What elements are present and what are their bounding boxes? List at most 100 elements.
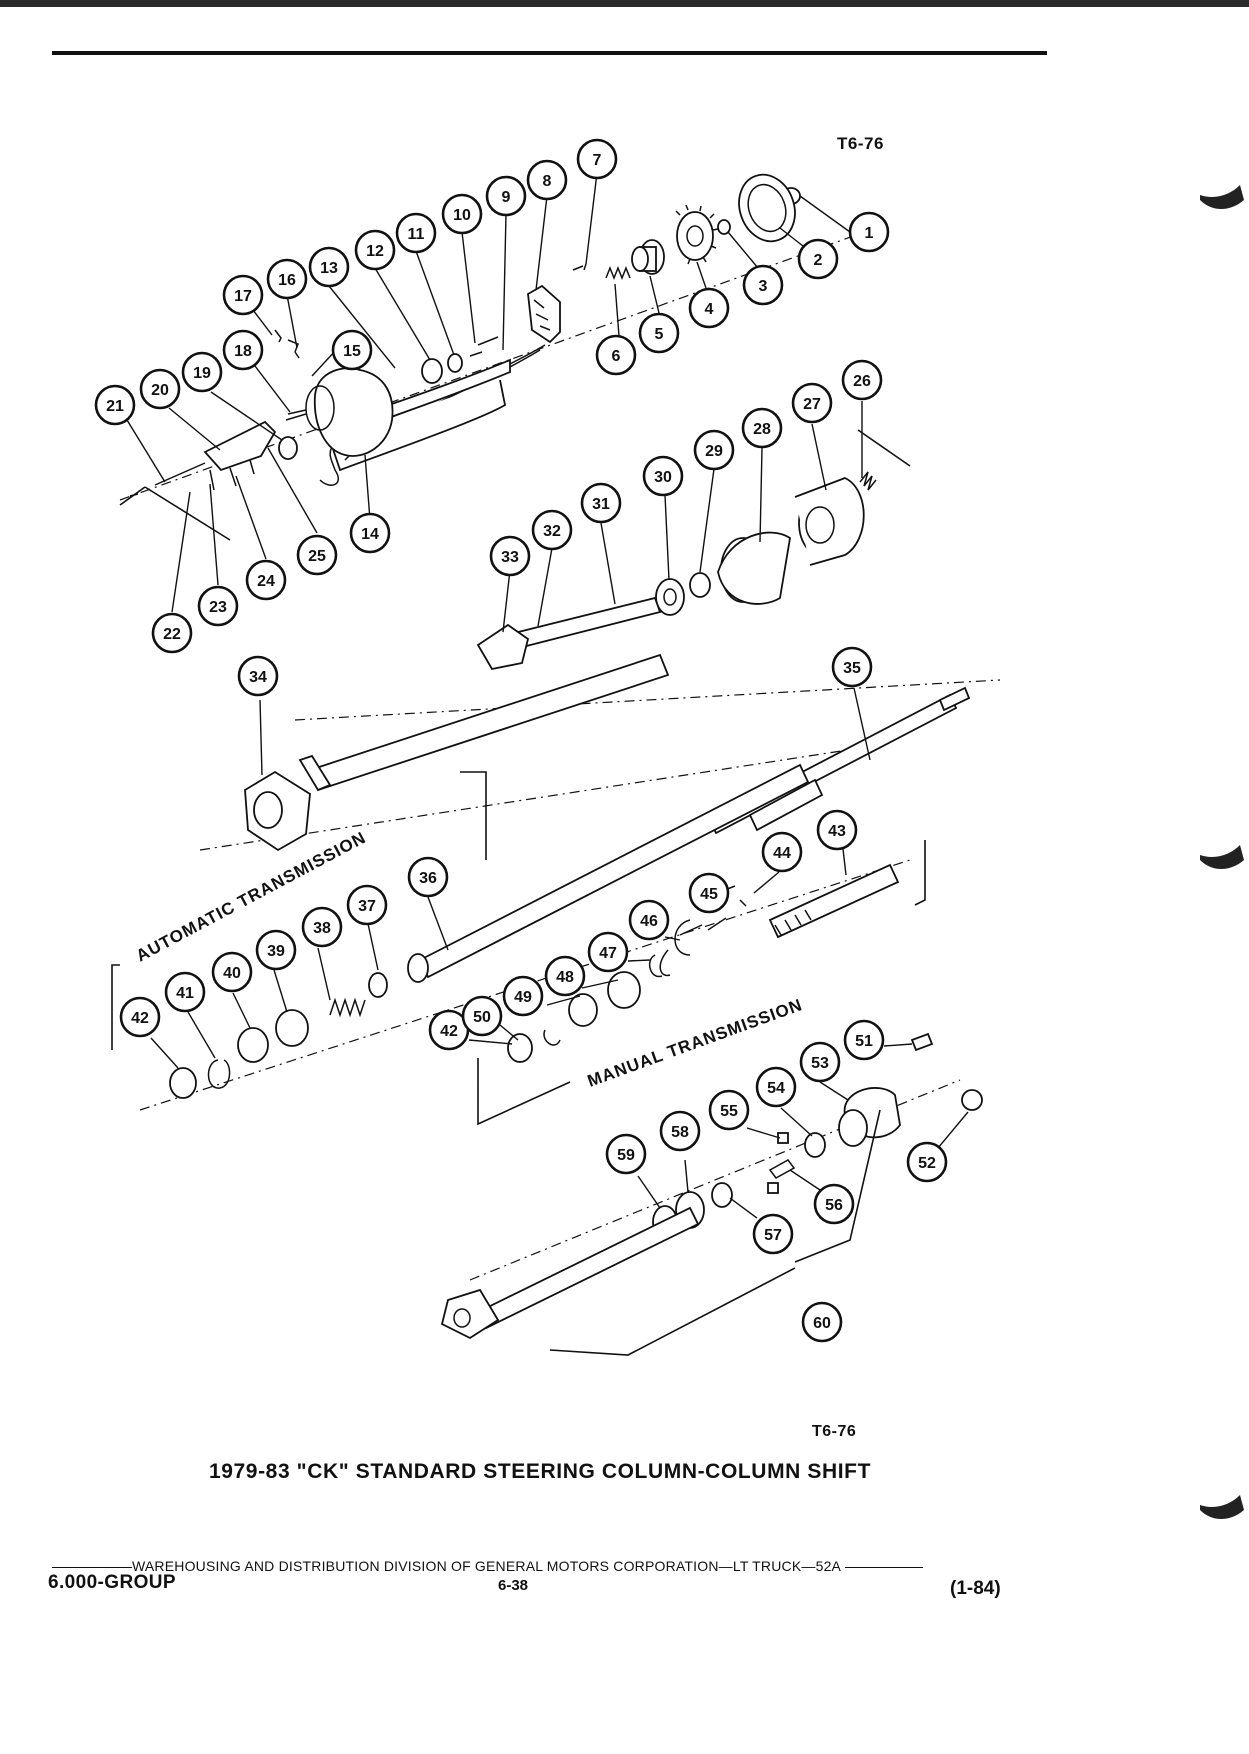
callout-47: 47 — [587, 931, 629, 973]
svg-text:59: 59 — [617, 1147, 635, 1164]
svg-text:42: 42 — [131, 1010, 149, 1027]
svg-text:60: 60 — [813, 1315, 831, 1332]
svg-text:33: 33 — [501, 549, 519, 566]
callout-36: 36 — [407, 856, 449, 898]
svg-text:8: 8 — [543, 173, 552, 190]
footer-publisher-text: WAREHOUSING AND DISTRIBUTION DIVISION OF… — [132, 1558, 842, 1574]
svg-text:20: 20 — [151, 382, 169, 399]
callout-31: 31 — [580, 482, 622, 524]
svg-text:1: 1 — [865, 225, 874, 242]
callout-38: 38 — [301, 906, 343, 948]
callout-15: 15 — [331, 329, 373, 371]
svg-text:27: 27 — [803, 396, 821, 413]
callout-14: 14 — [349, 512, 391, 554]
svg-text:26: 26 — [853, 373, 871, 390]
callout-32: 32 — [531, 509, 573, 551]
callout-53: 53 — [799, 1041, 841, 1083]
binder-marks — [1200, 185, 1244, 1519]
callout-41: 41 — [164, 971, 206, 1013]
callout-11: 11 — [395, 212, 437, 254]
svg-text:45: 45 — [700, 886, 718, 903]
callout-8: 8 — [526, 159, 568, 201]
callout-49: 49 — [502, 975, 544, 1017]
svg-text:10: 10 — [453, 207, 471, 224]
callout-2: 2 — [797, 238, 839, 280]
callout-40: 40 — [211, 951, 253, 993]
callout-29: 29 — [693, 429, 735, 471]
callout-59: 59 — [605, 1133, 647, 1175]
callout-4: 4 — [688, 287, 730, 329]
figure-code-top: T6-76 — [837, 134, 884, 153]
callout-56: 56 — [813, 1183, 855, 1225]
callout-45: 45 — [688, 872, 730, 914]
svg-text:21: 21 — [106, 398, 124, 415]
callout-34: 34 — [237, 655, 279, 697]
svg-text:55: 55 — [720, 1103, 738, 1120]
callout-44: 44 — [761, 831, 803, 873]
callout-5: 5 — [638, 312, 680, 354]
callout-33: 33 — [489, 535, 531, 577]
svg-text:38: 38 — [313, 920, 331, 937]
callout-35: 35 — [831, 646, 873, 688]
svg-text:3: 3 — [759, 278, 768, 295]
svg-text:30: 30 — [654, 469, 672, 486]
callout-3: 3 — [742, 264, 784, 306]
callout-60: 60 — [801, 1301, 843, 1343]
callout-46: 46 — [628, 899, 670, 941]
svg-text:48: 48 — [556, 969, 574, 986]
svg-text:37: 37 — [358, 898, 376, 915]
callout-27: 27 — [791, 382, 833, 424]
svg-text:49: 49 — [514, 989, 532, 1006]
callout-23: 23 — [197, 585, 239, 627]
leader-lines — [126, 172, 969, 1219]
callout-13: 13 — [308, 246, 350, 288]
scan-top-edge — [0, 0, 1249, 7]
svg-text:23: 23 — [209, 599, 227, 616]
svg-text:53: 53 — [811, 1055, 829, 1072]
footer-group: 6.000-GROUP — [48, 1572, 176, 1593]
callout-20: 20 — [139, 368, 181, 410]
figure-code-bottom: T6-76 — [812, 1423, 857, 1440]
svg-text:15: 15 — [343, 343, 361, 360]
callout-54: 54 — [755, 1066, 797, 1108]
header-rule — [52, 51, 1047, 55]
callout-25: 25 — [296, 534, 338, 576]
callout-10: 10 — [441, 193, 483, 235]
svg-text:54: 54 — [767, 1080, 785, 1097]
svg-text:32: 32 — [543, 523, 561, 540]
svg-text:41: 41 — [176, 985, 194, 1002]
svg-text:18: 18 — [234, 343, 252, 360]
svg-text:6: 6 — [612, 348, 621, 365]
svg-text:57: 57 — [764, 1227, 782, 1244]
callout-7: 7 — [576, 138, 618, 180]
callout-24: 24 — [245, 559, 287, 601]
callout-9: 9 — [485, 175, 527, 217]
callout-37: 37 — [346, 884, 388, 926]
callout-26: 26 — [841, 359, 883, 401]
callout-51: 51 — [843, 1019, 885, 1061]
svg-text:58: 58 — [671, 1124, 689, 1141]
svg-text:42: 42 — [440, 1023, 458, 1040]
svg-text:31: 31 — [592, 496, 610, 513]
callout-50: 50 — [461, 995, 503, 1037]
callout-16: 16 — [266, 258, 308, 300]
upper-parts — [129, 173, 877, 671]
svg-text:35: 35 — [843, 660, 861, 677]
callout-55: 55 — [708, 1089, 750, 1131]
callout-52: 52 — [906, 1141, 948, 1183]
svg-text:4: 4 — [705, 301, 714, 318]
callout-18: 18 — [222, 329, 264, 371]
callout-57: 57 — [752, 1213, 794, 1255]
svg-text:17: 17 — [234, 288, 252, 305]
footer-publisher-line: WAREHOUSING AND DISTRIBUTION DIVISION OF… — [52, 1558, 1012, 1574]
svg-text:44: 44 — [773, 845, 791, 862]
svg-text:40: 40 — [223, 965, 241, 982]
callout-12: 12 — [354, 229, 396, 271]
svg-text:51: 51 — [855, 1033, 873, 1050]
callout-1: 1 — [848, 211, 890, 253]
callout-21: 21 — [94, 384, 136, 426]
footer-page-number: 6-38 — [498, 1577, 529, 1594]
svg-text:46: 46 — [640, 913, 658, 930]
callouts: 1 2 3 4 5 6 7 8 9 10 11 12 13 14 15 16 1… — [94, 138, 948, 1343]
